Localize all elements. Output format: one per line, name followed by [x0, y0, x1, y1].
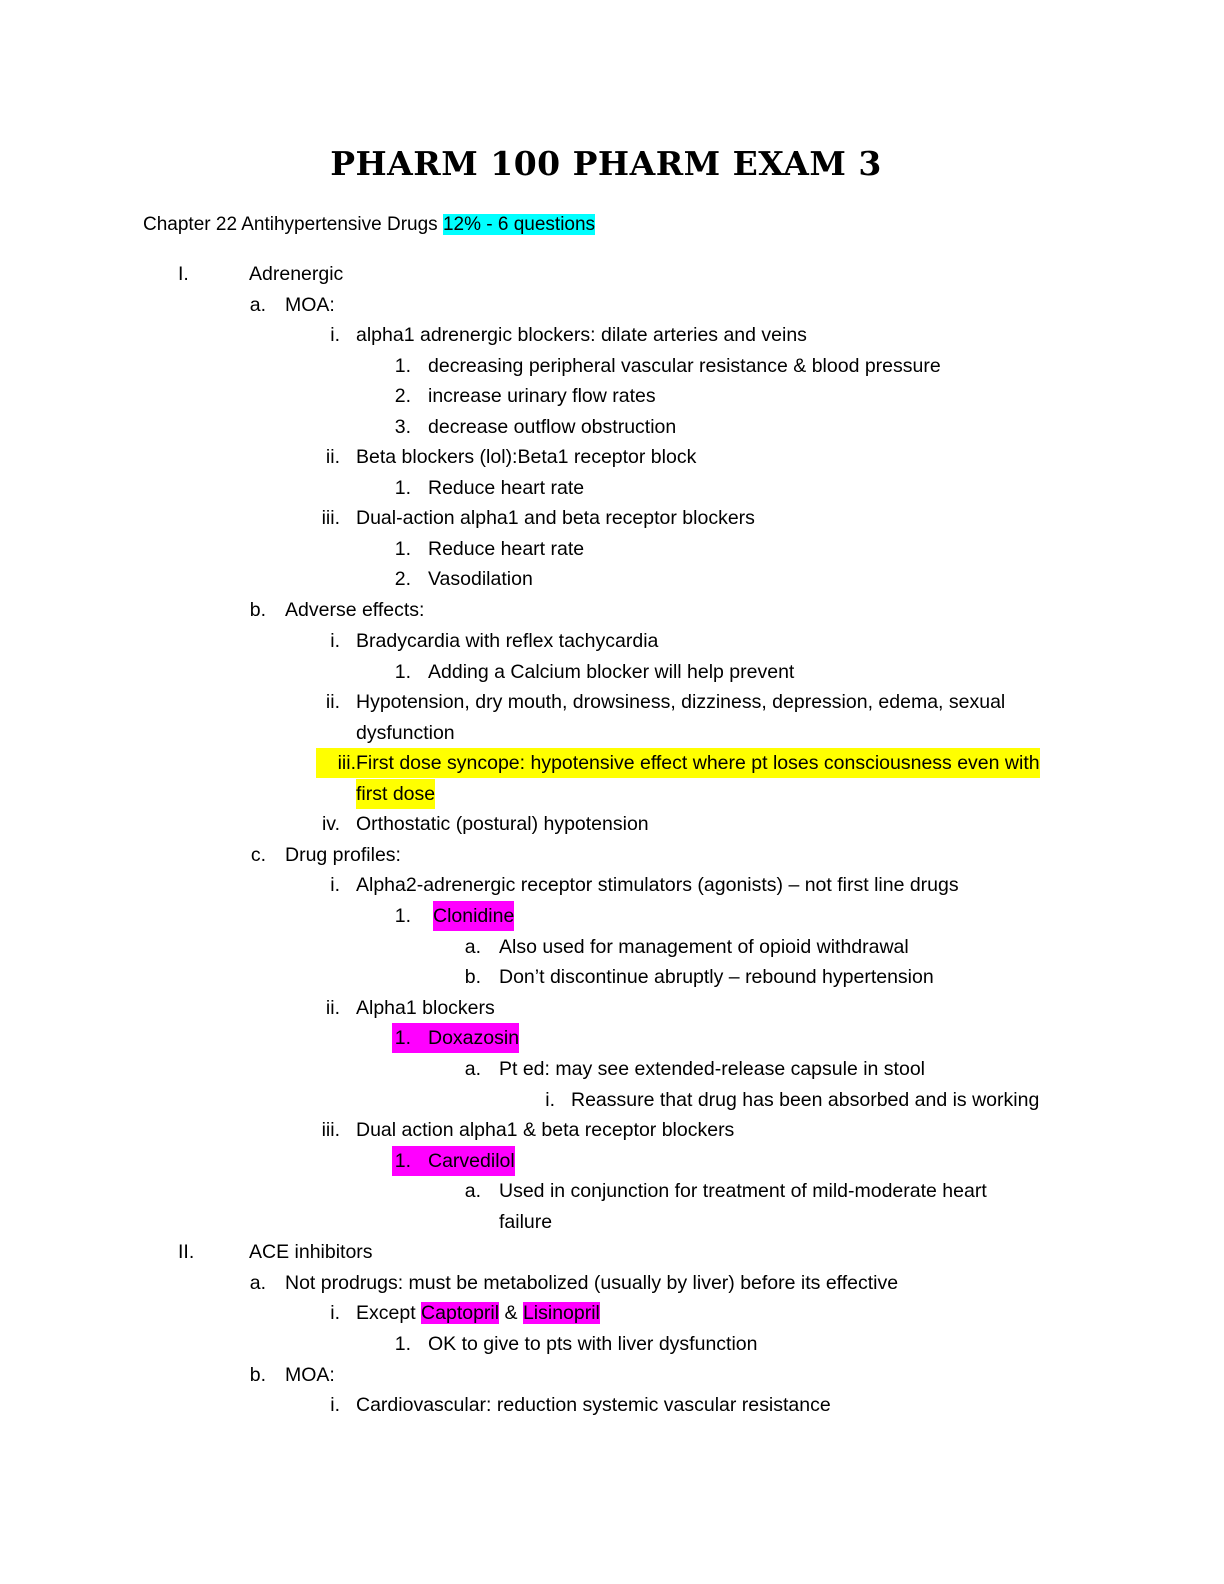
- outline-text: first dose: [356, 779, 436, 809]
- outline-text: Beta blockers (lol):Beta1 receptor block: [356, 446, 697, 468]
- highlight-gap: [411, 1023, 428, 1053]
- outline-text: MOA:: [285, 294, 335, 316]
- outline-marker: b.: [464, 966, 481, 988]
- chapter-heading: Chapter 22 Antihypertensive Drugs 12% - …: [143, 211, 596, 238]
- outline-text: Adding a Calcium blocker will help preve…: [428, 661, 795, 683]
- outline-text: Orthostatic (postural) hypotension: [356, 813, 649, 835]
- outline-marker: 1.: [394, 538, 411, 560]
- outline-text: ACE inhibitors: [249, 1241, 373, 1263]
- drug-name-highlight: Doxazosin: [428, 1023, 520, 1053]
- outline-marker: c.: [250, 844, 266, 866]
- outline-text: MOA:: [285, 1364, 335, 1386]
- drug-name-highlight: Carvedilol: [428, 1146, 515, 1176]
- outline-marker: 2.: [394, 385, 411, 407]
- outline-text: decreasing peripheral vascular resistanc…: [428, 355, 941, 377]
- outline-text: Adverse effects:: [285, 599, 425, 621]
- outline-text: Alpha2-adrenergic receptor stimulators (…: [356, 874, 959, 896]
- outline-marker: a.: [464, 936, 481, 958]
- outline-text: Bradycardia with reflex tachycardia: [356, 630, 659, 652]
- outline-text: increase urinary flow rates: [428, 385, 656, 407]
- outline-marker: b.: [249, 599, 266, 621]
- outline-marker: iii.: [321, 1119, 340, 1141]
- outline-marker: ii.: [325, 691, 340, 713]
- outline-text: OK to give to pts with liver dysfunction: [428, 1333, 758, 1355]
- drug-name-highlight: Clonidine: [433, 901, 515, 931]
- outline-text: decrease outflow obstruction: [428, 416, 677, 438]
- outline-marker: iii.: [321, 507, 340, 529]
- outline-marker: i.: [330, 1394, 340, 1416]
- outline-text: Reduce heart rate: [428, 538, 585, 560]
- outline-marker: iv.: [321, 813, 340, 835]
- outline-text: Pt ed: may see extended-release capsule …: [499, 1058, 926, 1080]
- outline-marker: i.: [330, 874, 340, 896]
- outline-text: Don’t discontinue abruptly – rebound hyp…: [499, 966, 934, 988]
- outline-marker: iii.: [316, 748, 356, 778]
- outline-text: Not prodrugs: must be metabolized (usual…: [285, 1272, 899, 1294]
- outline-text: Hypotension, dry mouth, drowsiness, dizz…: [356, 691, 1006, 713]
- outline-marker: I.: [178, 263, 189, 285]
- outline-text: failure: [499, 1211, 553, 1233]
- outline-marker: a.: [464, 1058, 481, 1080]
- outline-marker: a.: [464, 1180, 481, 1202]
- outline-marker: 1.: [394, 905, 411, 927]
- outline-text: &: [499, 1302, 523, 1324]
- outline-text: dysfunction: [356, 722, 455, 744]
- highlight-gap: [411, 1146, 428, 1176]
- outline-text: Reduce heart rate: [428, 477, 585, 499]
- outline-text: First dose syncope: hypotensive effect w…: [356, 748, 1040, 778]
- outline-marker: a.: [249, 294, 266, 316]
- outline-text: Alpha1 blockers: [356, 997, 495, 1019]
- outline-marker: 2.: [394, 568, 411, 590]
- outline-text: Except: [356, 1302, 422, 1324]
- exam-weight-highlight: 12% - 6 questions: [442, 214, 596, 235]
- outline-marker: 1.: [394, 355, 411, 377]
- outline-text: Used in conjunction for treatment of mil…: [499, 1180, 987, 1202]
- outline-marker: 1.: [394, 1333, 411, 1355]
- outline-marker: 1.: [394, 661, 411, 683]
- outline-marker: i.: [545, 1089, 555, 1111]
- page-title: PHARM 100 PHARM EXAM 3: [330, 144, 882, 183]
- outline-marker: 1.: [394, 477, 411, 499]
- outline-text: Cardiovascular: reduction systemic vascu…: [356, 1394, 831, 1416]
- outline-marker: II.: [178, 1241, 195, 1263]
- outline-marker: b.: [249, 1364, 266, 1386]
- outline-text: Also used for management of opioid withd…: [499, 936, 909, 958]
- outline-text: Drug profiles:: [285, 844, 401, 866]
- outline-marker: 3.: [394, 416, 411, 438]
- chapter-label: Chapter 22 Antihypertensive Drugs: [143, 214, 438, 235]
- outline-marker: a.: [249, 1272, 266, 1294]
- outline-text-group: Except Captopril & Lisinopril: [356, 1298, 600, 1328]
- drug-name-highlight: Captopril: [421, 1302, 500, 1324]
- outline-text: Reassure that drug has been absorbed and…: [571, 1089, 1040, 1111]
- outline-marker: i.: [330, 324, 340, 346]
- outline-marker: ii.: [325, 446, 340, 468]
- outline-marker: ii.: [325, 997, 340, 1019]
- drug-name-highlight: Lisinopril: [522, 1302, 600, 1324]
- outline-marker: i.: [330, 630, 340, 652]
- outline-marker: i.: [330, 1302, 340, 1324]
- outline-text: Vasodilation: [428, 568, 533, 590]
- outline-marker: 1.: [392, 1023, 411, 1053]
- outline-text: alpha1 adrenergic blockers: dilate arter…: [356, 324, 807, 346]
- outline-marker: 1.: [392, 1146, 411, 1176]
- outline-text: Dual-action alpha1 and beta receptor blo…: [356, 507, 755, 529]
- outline-text: Adrenergic: [249, 263, 344, 285]
- outline-text: Dual action alpha1 & beta receptor block…: [356, 1119, 735, 1141]
